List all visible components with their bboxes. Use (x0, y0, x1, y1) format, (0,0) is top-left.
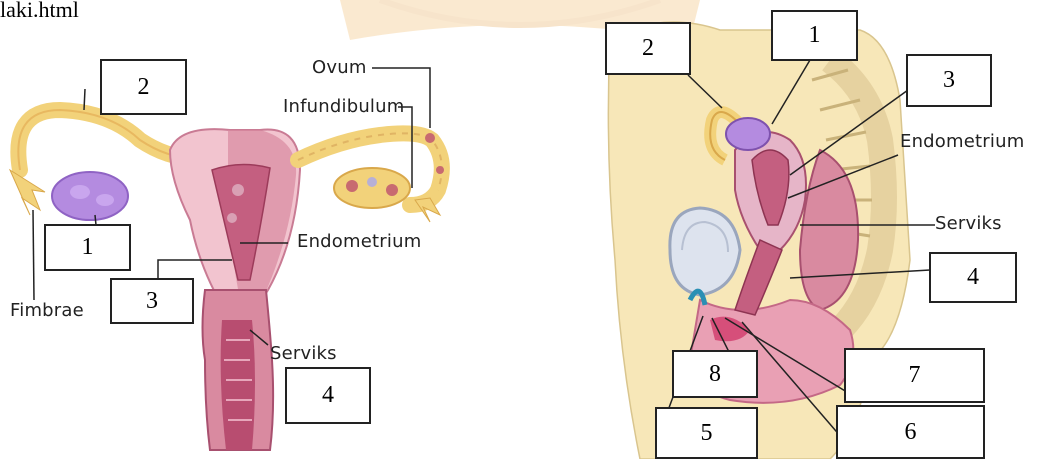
number-box-6-right: 6 (836, 405, 985, 459)
number-box-4: 4 (285, 367, 371, 424)
label-endometrium-right: Endometrium (900, 131, 1024, 152)
number-box-4-right: 4 (929, 252, 1017, 303)
right-ovary (334, 168, 410, 208)
ovary (726, 118, 770, 150)
label-endometrium: Endometrium (297, 231, 421, 252)
number-box-7-right: 7 (844, 348, 985, 403)
number-box-1-right: 1 (771, 10, 858, 61)
label-serviks-right: Serviks (935, 213, 1002, 234)
label-fimbrae: Fimbrae (10, 300, 84, 321)
label-ovum: Ovum (312, 57, 367, 78)
number-box-3: 3 (110, 278, 194, 324)
label-serviks: Serviks (270, 343, 337, 364)
number-box-1: 1 (44, 224, 131, 271)
number-box-2: 2 (100, 59, 187, 115)
label-infundibulum: Infundibulum (283, 96, 404, 117)
left-ovary (52, 172, 128, 220)
number-box-5-right: 5 (655, 407, 758, 459)
number-box-3-right: 3 (906, 54, 992, 107)
number-box-2-right: 2 (605, 22, 691, 75)
number-box-8-right: 8 (672, 350, 758, 398)
